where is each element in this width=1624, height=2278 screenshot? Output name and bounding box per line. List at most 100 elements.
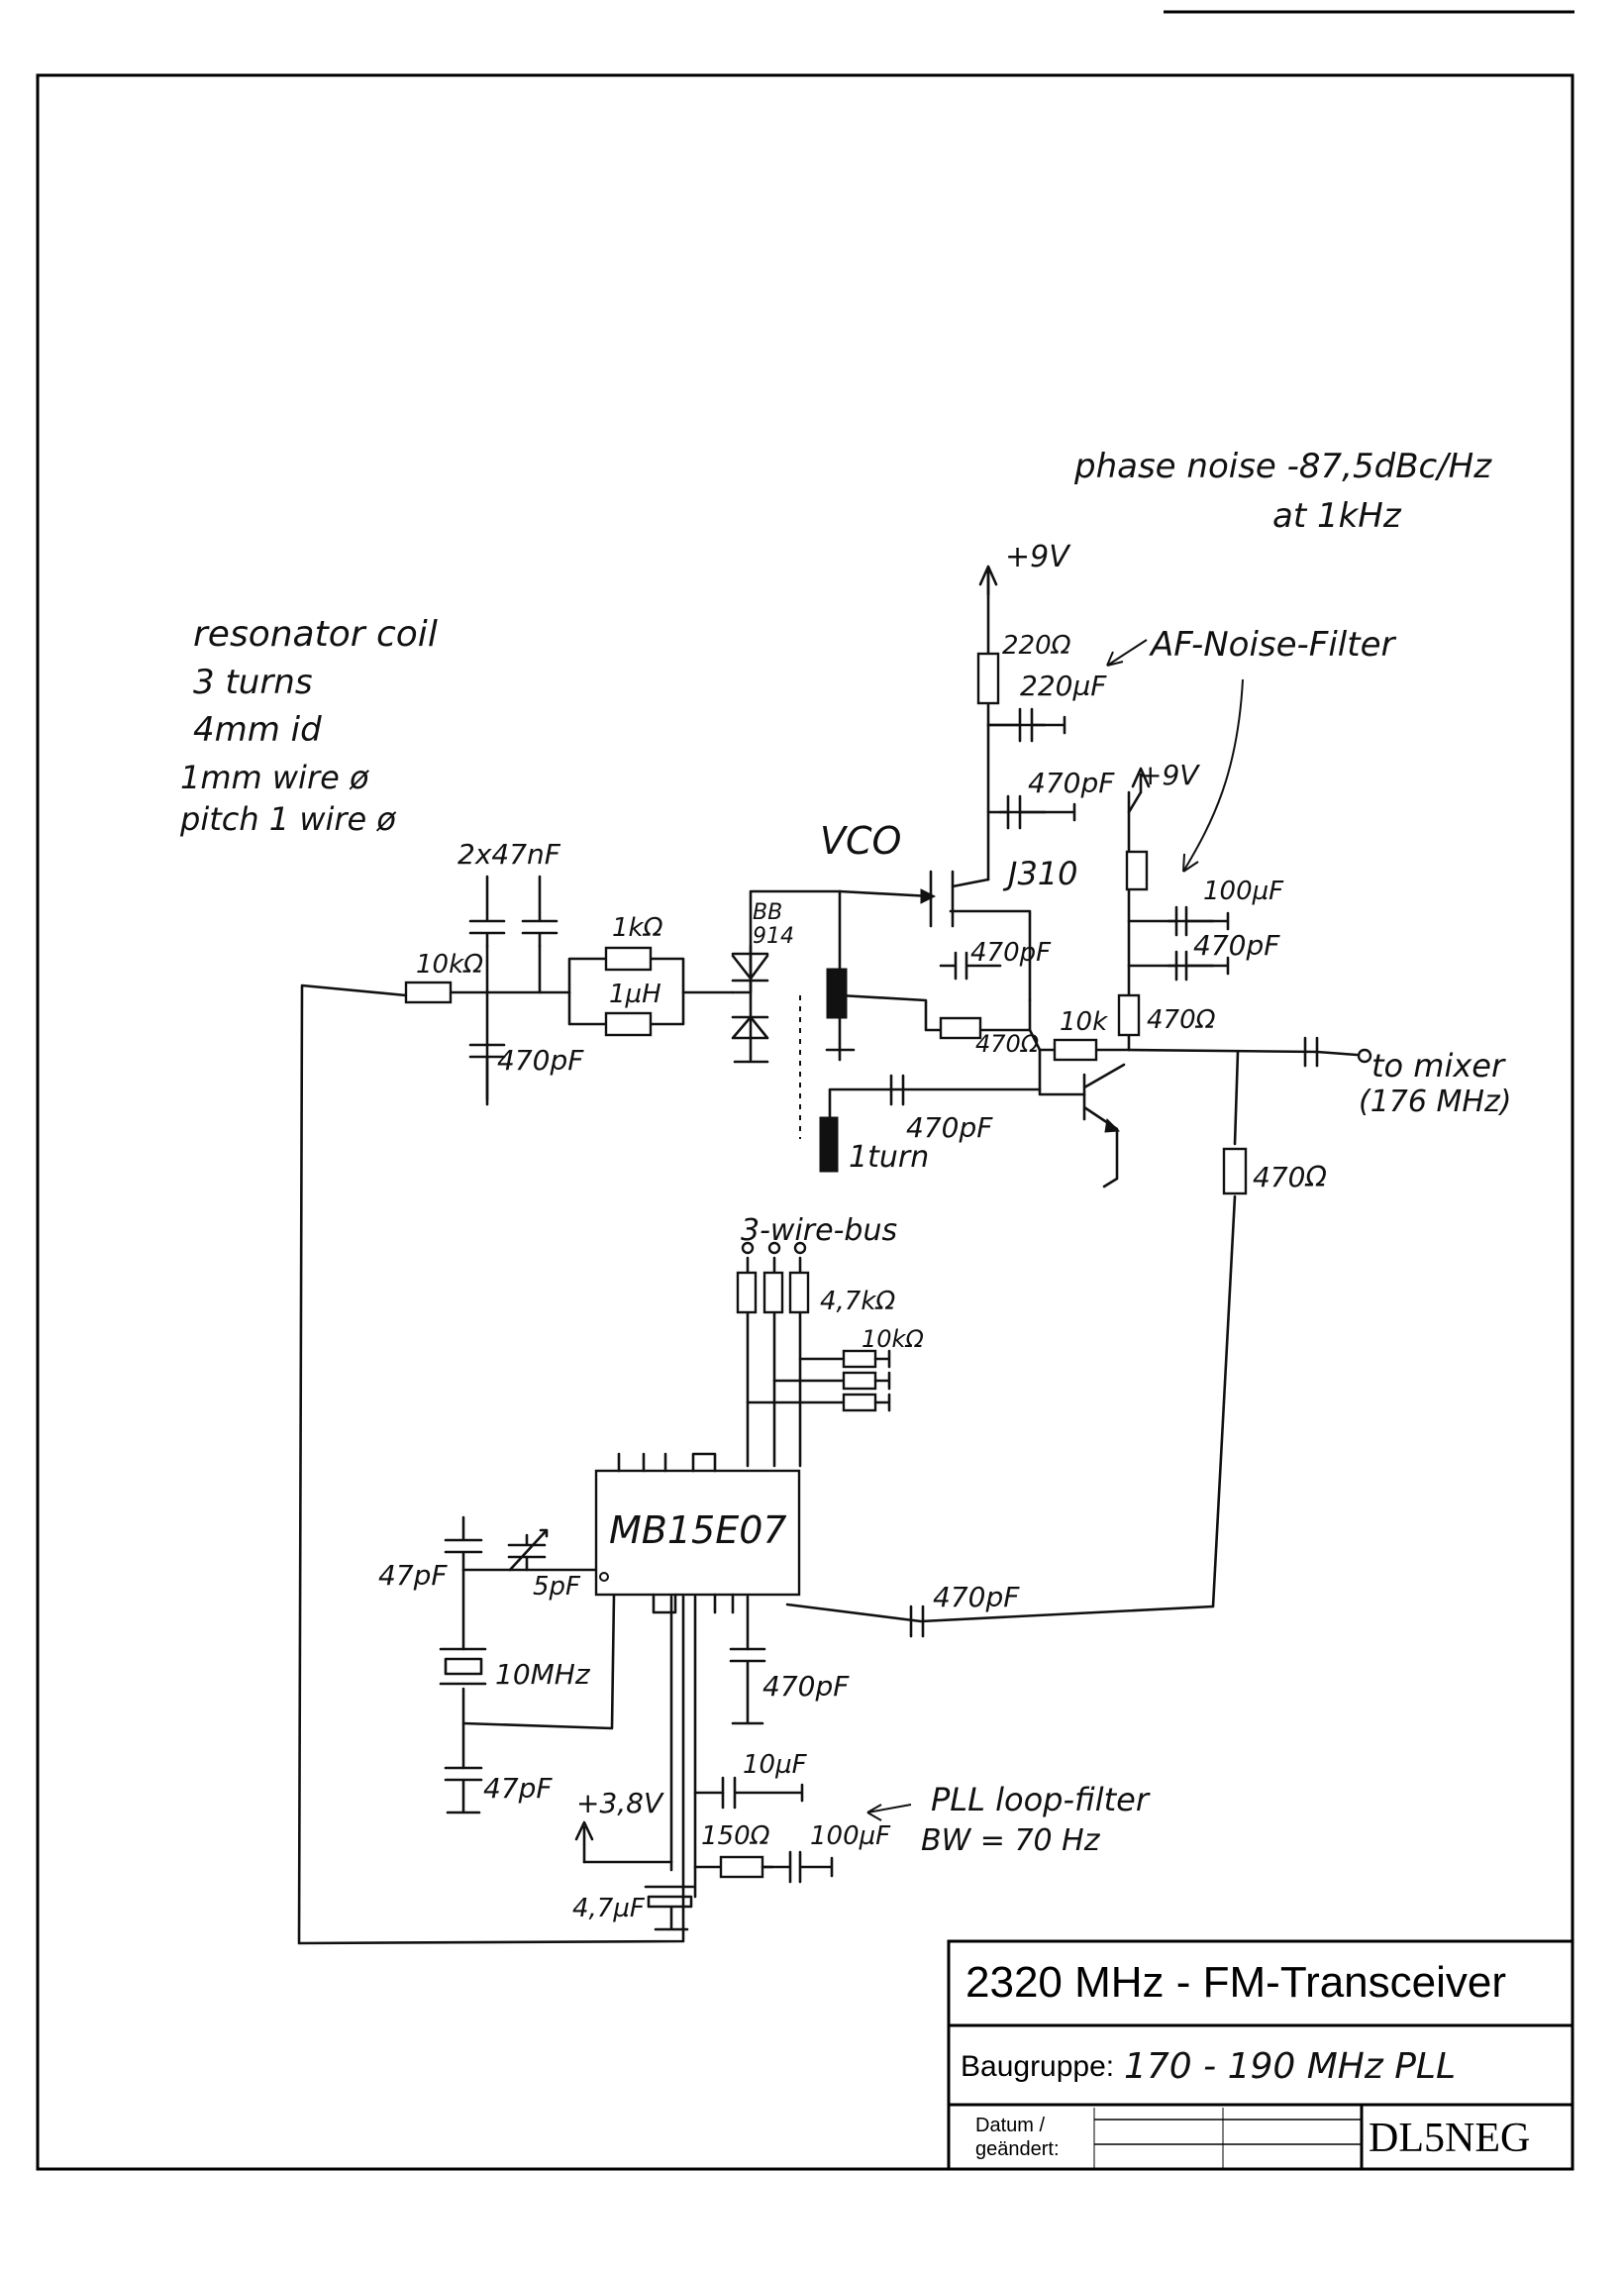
cap-470p-a — [998, 794, 1076, 830]
label-r-470-c: 470Ω — [1253, 1161, 1327, 1193]
resistor-af — [1125, 850, 1149, 891]
resonator-note-3: 4mm id — [193, 710, 322, 750]
pll-loop-filter-note: PLL loop-filter — [931, 1781, 1151, 1818]
resistor-pd-1 — [842, 1349, 877, 1369]
supply-9v-b: +9V — [1139, 759, 1200, 791]
af-filter-arrow-left — [1106, 639, 1148, 667]
crystal-10mhz — [439, 1647, 487, 1686]
date-label-2: geändert: — [975, 2138, 1060, 2160]
title-block-frame — [947, 1939, 1574, 2171]
wire-divider-down — [1211, 1194, 1237, 1608]
phase-noise-note: phase noise -87,5dBc/Hz — [1073, 447, 1492, 486]
label-l-1u: 1µH — [609, 980, 661, 1009]
wire-fb-stub — [1028, 1028, 1042, 1052]
supply-9v-a: +9V — [1005, 540, 1071, 574]
ic-label: MB15E07 — [609, 1508, 787, 1552]
resistor-470-a — [1117, 993, 1141, 1037]
wire-varactor-top — [731, 889, 842, 994]
label-c-47p-a: 47pF — [378, 1559, 448, 1592]
label-r-10k-c: 10kΩ — [862, 1325, 924, 1353]
label-c-5p: 5pF — [533, 1572, 581, 1602]
label-jfet: J310 — [1002, 855, 1078, 892]
af-noise-filter-note: AF-Noise-Filter — [1149, 625, 1397, 665]
ic-pin1-marker — [599, 1572, 609, 1582]
resistor-bus-2 — [762, 1271, 784, 1314]
resonator-note-2: 3 turns — [193, 663, 313, 702]
cap-47n-b — [521, 875, 558, 948]
resonator-note-5: pitch 1 wire ø — [179, 800, 396, 838]
label-c-2x47n: 2x47nF — [457, 838, 561, 871]
wire-gate — [838, 889, 933, 898]
wire-drain — [951, 878, 990, 888]
supply-arrow-a — [978, 565, 998, 596]
vco-label: VCO — [820, 819, 901, 863]
resonator-coil — [826, 968, 848, 1019]
cap-470p-f — [729, 1647, 766, 1725]
cap-4u7 — [644, 1885, 695, 1931]
wire-base — [1038, 1048, 1086, 1096]
label-r-1k: 1kΩ — [612, 913, 663, 943]
one-turn-note: 1turn — [849, 1140, 929, 1175]
resistor-bus-3 — [788, 1271, 810, 1314]
wire-source — [949, 909, 1032, 1002]
wire-output-coupling — [1315, 1050, 1359, 1057]
cap-470p-c — [468, 1043, 506, 1101]
transistor-output — [1082, 1063, 1126, 1189]
wire-feedback — [838, 993, 1032, 1032]
supply-arrow-b — [1131, 767, 1151, 794]
wire-tune-loop — [297, 984, 685, 1945]
cap-100u-b — [761, 1850, 834, 1884]
assembly-value: 170 - 190 MHz PLL — [1124, 2046, 1456, 2087]
resonator-note-4: 1mm wire ø — [180, 759, 369, 796]
resistor-pd-2 — [842, 1371, 877, 1391]
cap-47p-b — [444, 1766, 483, 1814]
wire-divider-top — [1233, 1050, 1240, 1146]
wiring — [297, 568, 1359, 1945]
ic-bottom-pins — [652, 1593, 735, 1614]
phase-noise-note-2: at 1kHz — [1272, 496, 1402, 536]
resonator-note-1: resonator coil — [193, 614, 438, 655]
to-mixer-note: to mixer — [1371, 1047, 1506, 1085]
page-frame — [36, 10, 1574, 2171]
ground-pd — [873, 1349, 891, 1412]
supply-arrow-3v8 — [574, 1820, 594, 1864]
cap-output — [1303, 1036, 1319, 1068]
pll-bandwidth-note: BW = 70 Hz — [921, 1823, 1101, 1858]
label-r-220: 220Ω — [1002, 631, 1071, 661]
resistor-10k-a — [404, 981, 453, 1004]
cap-470p-b — [1167, 950, 1230, 982]
label-c-100u-b: 100µF — [810, 1821, 891, 1851]
cap-47p-a — [444, 1515, 483, 1572]
components: +9V 220Ω 220µF 470pF +9V 100µF 470pF 470… — [378, 540, 1372, 1931]
label-r-10k-b: 10k — [1060, 1007, 1108, 1037]
trimmer-5p — [507, 1528, 549, 1572]
cap-470p-d — [939, 951, 1002, 981]
label-c-470p-c: 470pF — [497, 1044, 584, 1077]
bus-terminal-1 — [741, 1241, 755, 1255]
pll-note-arrow — [866, 1804, 912, 1821]
label-c-470p-f: 470pF — [762, 1670, 850, 1703]
label-r-470-a: 470Ω — [1147, 1005, 1216, 1035]
resistor-150 — [719, 1855, 764, 1879]
wire-rf-to-ic — [785, 1603, 1215, 1623]
label-c-470p-b: 470pF — [1193, 929, 1280, 962]
label-diode-2: 914 — [753, 924, 794, 949]
cap-470p-e — [889, 1074, 905, 1106]
bus-terminal-2 — [767, 1241, 781, 1255]
bus-terminal-3 — [793, 1241, 807, 1255]
label-xtal: 10MHz — [495, 1658, 591, 1691]
resistor-1k — [604, 946, 653, 972]
jfet-gate-arrow — [920, 888, 937, 904]
label-c-4u7: 4,7µF — [572, 1894, 646, 1923]
label-r-470-b: 470Ω — [975, 1030, 1040, 1058]
title-text: 2320 MHz - FM-Transceiver — [965, 1958, 1506, 2007]
label-c-470p-d: 470pF — [970, 938, 1052, 968]
author-text: DL5NEG — [1369, 2116, 1530, 2161]
wire-output-line — [1127, 1048, 1319, 1054]
resistor-10k-b — [1053, 1038, 1098, 1062]
label-c-47p-b: 47pF — [483, 1772, 553, 1805]
label-diode-1: BB — [753, 900, 782, 925]
ic-top-pins — [617, 1452, 717, 1473]
cap-10u — [721, 1776, 804, 1810]
